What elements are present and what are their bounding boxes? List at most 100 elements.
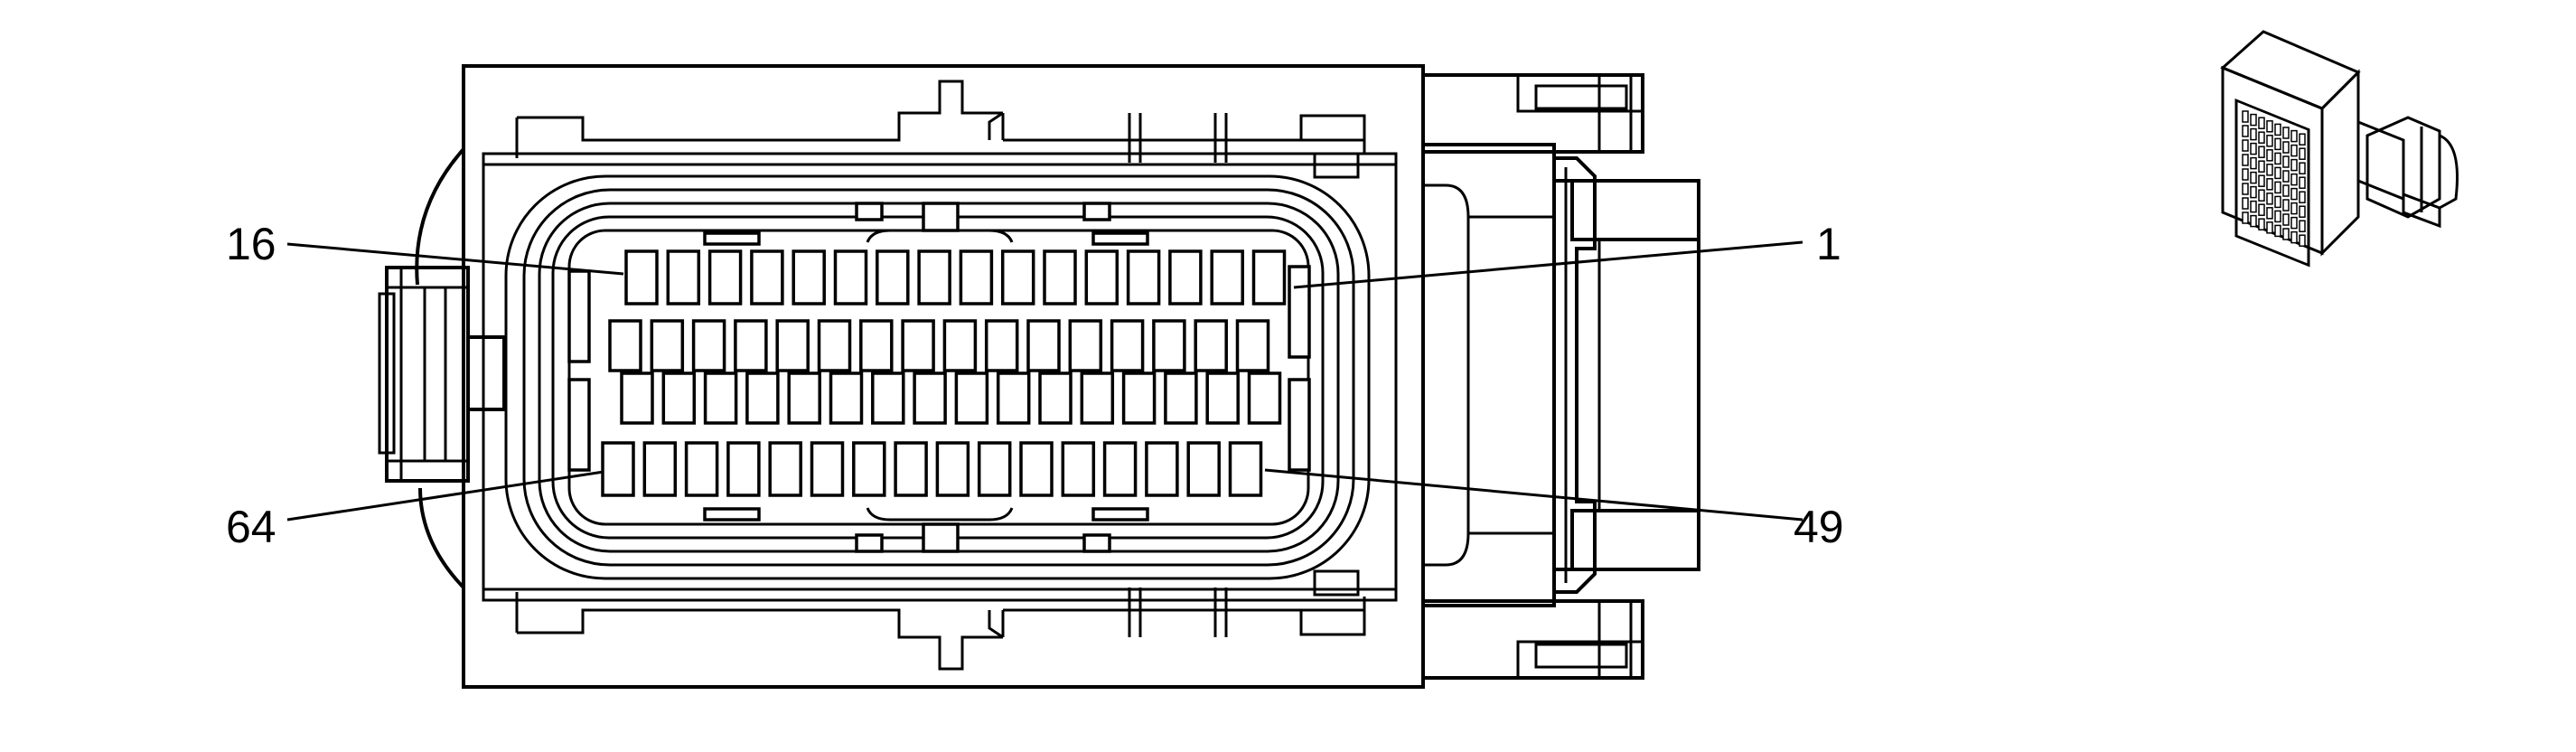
iso-pin [2258,218,2265,230]
pin-cavity [1168,249,1203,306]
pin-cavity [1164,371,1198,425]
pin-cavity [1026,319,1061,372]
leader-64 [286,470,604,522]
iso-pin [2282,155,2290,168]
iso-pin [2266,164,2273,176]
pin-cavity [876,249,910,306]
pin-cavities [601,249,1287,497]
iso-pin [2299,205,2306,218]
leader-1 [1293,240,1803,289]
pin-cavity [792,249,826,306]
center-keys [703,202,1149,553]
iso-pin [2274,123,2281,136]
iso-pin [2250,113,2257,127]
iso-pin [2299,220,2306,232]
iso-pin [2274,195,2281,209]
pin-cavity [917,249,951,306]
leader-16 [286,242,624,276]
iso-pin [2282,127,2290,139]
pin-cavity [1186,441,1221,497]
iso-pin [2299,234,2306,247]
pin-cavity [1061,441,1096,497]
pin-cavity [775,319,810,372]
iso-pin [2282,170,2290,183]
iso-pin [2282,228,2290,240]
iso-pin [2242,110,2249,123]
pin-cavity [1205,371,1240,425]
pin-cavity [608,319,642,372]
pin-cavity [691,319,726,372]
left-latch [378,266,506,483]
pin-cavity [1110,319,1145,372]
iso-pin [2242,212,2249,224]
pin-cavity [1145,441,1179,497]
iso-pin-grid [2242,110,2306,247]
iso-pin [2299,176,2306,189]
pin-cavity [913,371,947,425]
iso-pin [2258,160,2265,173]
pin-cavity [1043,249,1077,306]
iso-pin [2258,146,2265,158]
pin-label-64: 64 [226,502,276,552]
iso-pin [2290,129,2298,143]
pin-cavity [817,319,852,372]
iso-pin [2258,189,2265,202]
pin-cavity [894,441,928,497]
pin-cavity [942,319,978,372]
pin-cavity [1000,249,1035,306]
iso-pin [2242,125,2249,137]
pin-cavity [833,249,868,306]
iso-pin [2250,200,2257,213]
iso-pin [2242,197,2249,210]
pin-label-1: 1 [1816,219,1841,269]
pin-cavity [707,249,743,306]
pin-cavity [859,319,894,372]
pin-cavity [787,371,821,425]
iso-pin [2299,162,2306,174]
left-arc-bottom [418,487,465,589]
iso-pin [2266,207,2273,220]
iso-pin [2290,158,2298,172]
iso-pin [2282,184,2290,197]
connector-face-view: 16 1 64 49 [226,64,1844,689]
iso-pin [2282,141,2290,154]
iso-pin [2299,133,2306,146]
iso-pin [2242,154,2249,166]
iso-pin [2250,185,2257,199]
iso-pin [2299,191,2306,203]
iso-pin [2274,224,2281,238]
pin-cavity [852,441,886,497]
leader-49 [1264,468,1803,522]
pin-cavity [1019,441,1054,497]
iso-pin [2299,147,2306,160]
iso-pin [2266,221,2273,234]
pin-cavity [1121,371,1157,425]
pin-cavity [935,441,970,497]
iso-pin [2250,127,2257,141]
seal-outline-1 [504,174,1371,580]
iso-pin [2274,181,2281,194]
pin-cavity [1210,249,1244,306]
iso-pin [2290,187,2298,201]
iso-pin [2250,171,2257,184]
left-arc-top [415,147,465,286]
pin-cavity [1068,319,1103,372]
pin-label-49: 49 [1794,502,1844,552]
pin-cavity [1084,249,1119,306]
pin-cavity [1247,371,1282,425]
iso-pin [2242,168,2249,181]
pin-cavity [624,249,659,306]
pin-cavity [684,441,719,497]
iso-pin [2290,230,2298,244]
pin-cavity [650,319,685,372]
leader-lines [286,240,1803,522]
pin-cavity [984,319,1019,372]
pin-cavity [901,319,935,372]
pin-cavity [954,371,989,425]
inner-frame [482,152,1398,602]
connector-isometric-view [2220,30,2459,268]
iso-pin [2274,210,2281,223]
iso-pin [2250,214,2257,228]
